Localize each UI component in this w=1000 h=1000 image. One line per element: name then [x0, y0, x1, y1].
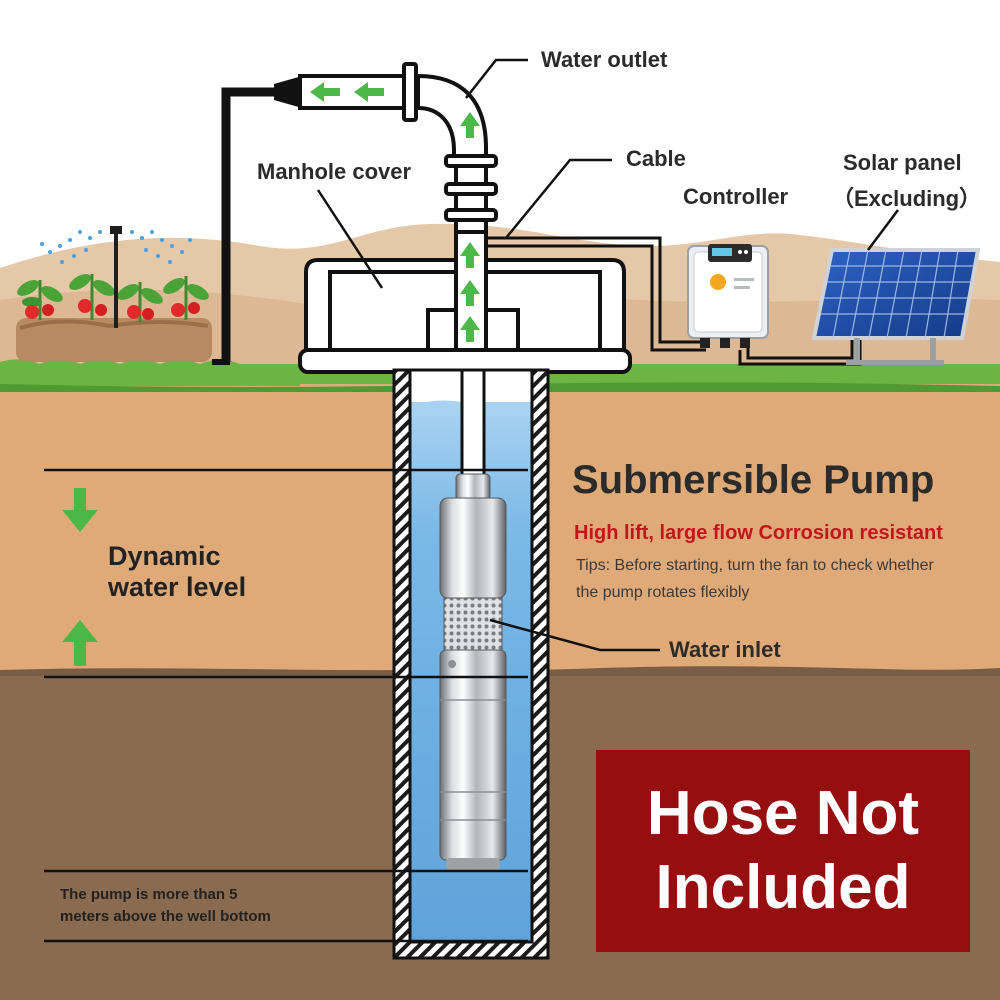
controller-label: Controller — [683, 184, 789, 209]
hose-line-1: Hose Not — [646, 779, 920, 848]
tomato-plants — [17, 274, 209, 322]
level-arrows — [62, 488, 98, 666]
submersible-pump — [439, 473, 507, 870]
solar-panel-note: （Excluding） — [832, 186, 982, 211]
leader-lines — [316, 58, 899, 652]
well-pipe — [460, 368, 486, 480]
hose-line-2: Included — [655, 853, 911, 922]
product-features: High lift, large flow Corrosion resistan… — [574, 522, 943, 544]
water-outlet-label: Water outlet — [541, 47, 668, 72]
well-bottom-note: The pump is more than 5 meters above the… — [60, 884, 271, 928]
water-inlet-mesh — [443, 597, 503, 651]
garden-bed — [16, 318, 212, 362]
cable-label: Cable — [626, 146, 686, 171]
dynamic-line-2: water level — [108, 572, 247, 602]
sprinkler-icon — [40, 226, 192, 328]
tips-text: Tips: Before starting, turn the fan to c… — [576, 552, 934, 606]
tips-line-2: the pump rotates flexibly — [576, 584, 750, 601]
level-lines — [44, 468, 528, 943]
tips-line-1: Tips: Before starting, turn the fan to c… — [576, 557, 934, 574]
solar-panel — [811, 248, 981, 365]
solar-panel-label: Solar panel — [843, 150, 962, 175]
dynamic-water-level-label: Dynamic water level — [108, 541, 246, 603]
water-inlet-label: Water inlet — [669, 637, 781, 662]
manhole-cover-label: Manhole cover — [257, 159, 412, 184]
hose-not-included-banner: Hose Not Included — [596, 750, 970, 952]
product-title: Submersible Pump — [572, 458, 935, 502]
dynamic-line-1: Dynamic — [108, 541, 221, 571]
cable-line — [486, 236, 862, 366]
bottom-note-line-2: meters above the well bottom — [60, 908, 271, 925]
controller-device — [687, 244, 769, 348]
bottom-note-line-1: The pump is more than 5 — [60, 886, 238, 903]
hose-line — [221, 87, 282, 362]
